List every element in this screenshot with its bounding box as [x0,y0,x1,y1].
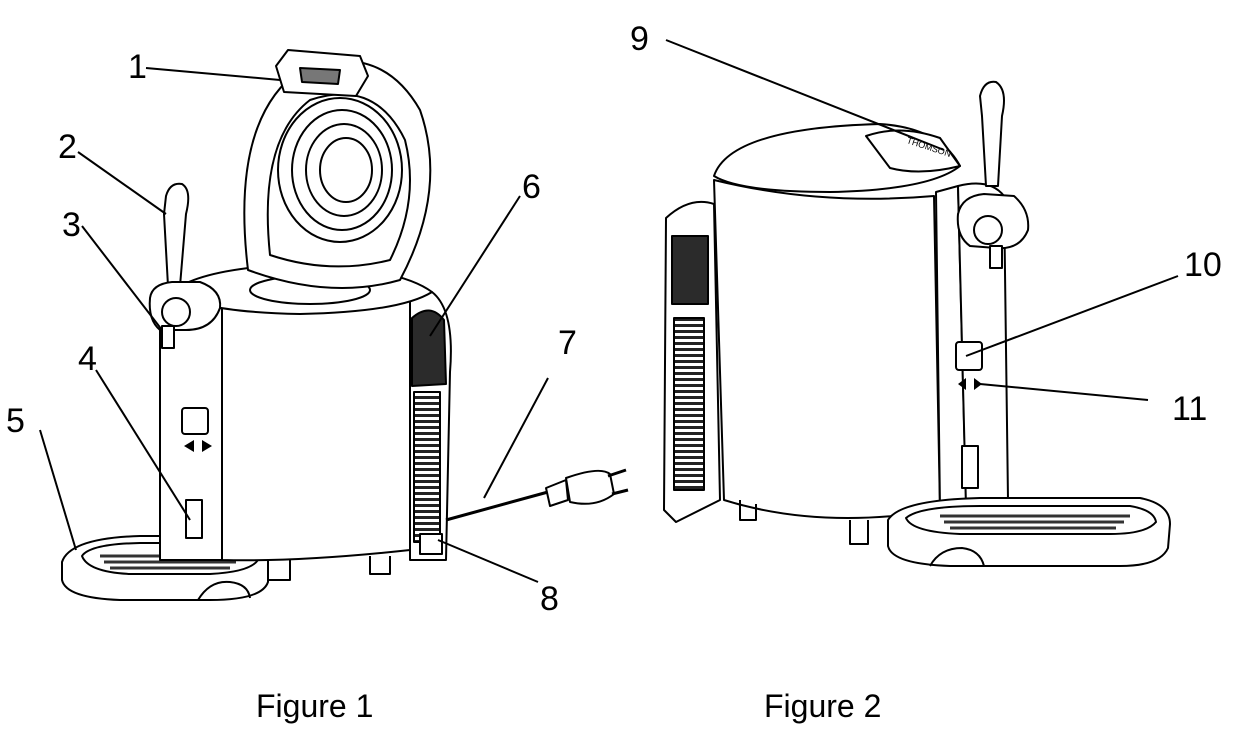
callout-6: 6 [522,168,541,206]
spout-slot-2 [961,445,979,489]
tap-body [148,281,222,349]
open-lid [243,49,432,289]
figure-2-drawing [663,80,1171,567]
leader-1 [145,67,281,81]
leader-11 [979,383,1149,401]
tap-handle [163,182,190,287]
leader-9 [665,39,945,151]
side-vent [411,309,447,387]
power-cord [445,468,629,522]
leader-lines [39,39,1179,583]
callout-9: 9 [630,20,649,58]
tap-handle-2 [979,80,1005,187]
callout-7: 7 [558,324,577,362]
level-window-2 [955,341,983,371]
callout-3: 3 [62,206,81,244]
side-grille [413,391,441,543]
drip-tray-2 [887,497,1171,567]
keg-housing-2 [713,179,941,519]
figure-1-drawing [61,49,629,601]
callout-5: 5 [6,402,25,440]
level-window [181,407,209,435]
leader-6 [429,195,521,337]
keg-housing [159,291,452,581]
leader-5 [39,429,77,551]
callout-11: 11 [1172,390,1208,428]
leader-2 [77,151,167,215]
leader-8 [437,539,539,583]
callout-1: 1 [128,48,147,86]
leader-3 [81,225,163,331]
power-socket [419,533,443,555]
figure-2-caption: Figure 2 [764,688,882,724]
spout-slot [185,499,203,539]
callout-4: 4 [78,340,97,378]
rear-grille [671,235,709,305]
callout-10: 10 [1184,246,1222,284]
callout-8: 8 [540,580,559,618]
callout-2: 2 [58,128,77,166]
leader-10 [965,275,1179,357]
figure-1-caption: Figure 1 [256,688,374,724]
leader-7 [483,377,549,499]
leader-4 [95,369,191,521]
